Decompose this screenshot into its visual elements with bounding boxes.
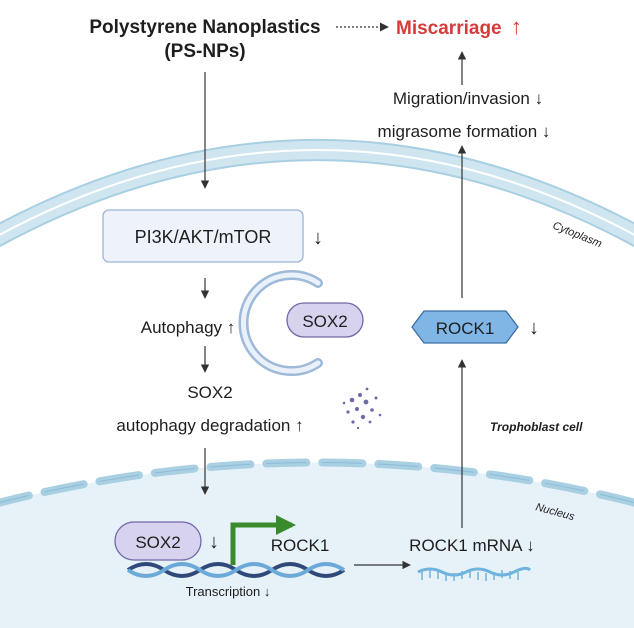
effects-line-1: Migration/invasion ↓ bbox=[393, 89, 543, 108]
trophoblast-cell-label: Trophoblast cell bbox=[490, 420, 583, 434]
mrna-strand-icon bbox=[417, 566, 532, 581]
rock1-down-arrow: ↓ bbox=[529, 317, 539, 339]
up-arrow-icon: ↑ bbox=[511, 14, 522, 39]
sox2-vesicle-pill bbox=[286, 302, 364, 338]
sox2-nucleus-down-arrow: ↓ bbox=[209, 531, 219, 553]
cell-membrane-inner-line bbox=[0, 149, 634, 236]
effects-line-2: migrasome formation ↓ bbox=[378, 122, 551, 141]
sox2-vesicle-label: SOX2 bbox=[302, 312, 347, 331]
nucleus-region bbox=[0, 462, 634, 628]
transcription-label: Transcription ↓ bbox=[186, 584, 271, 599]
degradation-line-1: SOX2 bbox=[187, 383, 232, 402]
rock1-protein-shape bbox=[411, 310, 519, 344]
title-line-2: (PS-NPs) bbox=[164, 41, 245, 62]
miscarriage-text: Miscarriage bbox=[396, 18, 502, 39]
pathway-box bbox=[102, 209, 304, 263]
autophagy-label: Autophagy ↑ bbox=[141, 318, 236, 337]
pathway-down-arrow: ↓ bbox=[313, 227, 323, 249]
autophagosome-inner-icon bbox=[240, 272, 321, 374]
mrna-label: ROCK1 mRNA ↓ bbox=[409, 536, 535, 555]
promoter-arrow-icon bbox=[230, 515, 296, 565]
title-line-1: Polystyrene Nanoplastics bbox=[89, 17, 320, 38]
degraded-protein-icon bbox=[342, 387, 382, 430]
pathway-label: PI3K/AKT/mTOR bbox=[135, 227, 272, 247]
sox2-nucleus-label: SOX2 bbox=[135, 533, 180, 552]
degradation-line-2: autophagy degradation ↑ bbox=[116, 416, 303, 435]
rock1-protein-label: ROCK1 bbox=[436, 319, 495, 338]
miscarriage-label: Miscarriage ↑ bbox=[396, 14, 522, 39]
nuclear-envelope-outline bbox=[0, 462, 634, 504]
gene-label: ROCK1 bbox=[271, 536, 330, 555]
sox2-nucleus-pill bbox=[114, 521, 202, 561]
dna-helix-icon bbox=[126, 562, 346, 578]
